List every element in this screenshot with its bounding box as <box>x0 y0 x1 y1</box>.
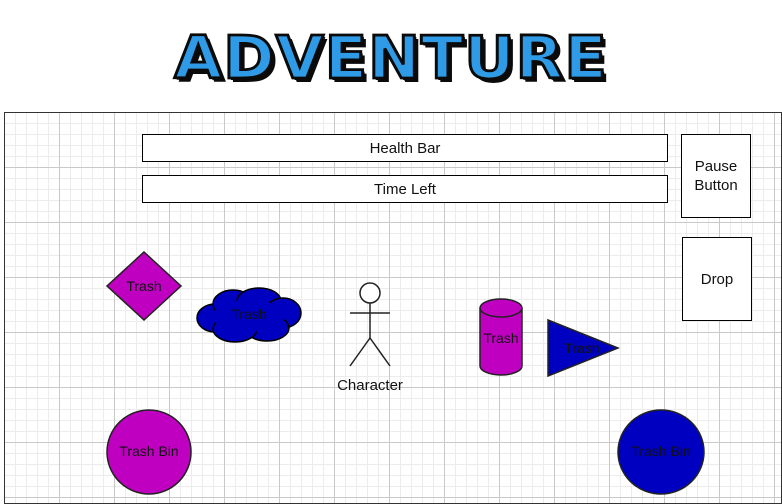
drop-button-label: Drop <box>700 270 734 288</box>
time-left-bar: Time Left <box>142 175 668 203</box>
trash-bin-right <box>617 409 705 495</box>
trash-cloud <box>196 287 302 343</box>
trash-diamond-label: Trash <box>126 278 162 294</box>
pause-button[interactable]: Pause Button <box>681 134 751 218</box>
drop-button[interactable]: Drop <box>682 237 752 321</box>
game-title: ADVENTURE <box>173 21 608 93</box>
time-left-label: Time Left <box>374 180 436 198</box>
trash-cylinder <box>479 298 523 376</box>
health-bar-label: Health Bar <box>369 139 441 157</box>
trash-diamond <box>105 251 183 321</box>
trash-cloud-label: Trash <box>231 306 267 322</box>
trash-triangle <box>547 318 620 378</box>
trash-cylinder-label: Trash <box>483 330 519 346</box>
trash-bin-left <box>106 409 192 495</box>
character-label: Character <box>337 377 403 394</box>
trash-bin-right-label: Trash Bin <box>631 443 691 459</box>
pause-button-label: Pause Button <box>694 158 738 194</box>
trash-bin-left-label: Trash Bin <box>119 443 179 459</box>
character-figure <box>349 282 391 367</box>
health-bar: Health Bar <box>142 134 668 162</box>
trash-triangle-label: Trash <box>564 340 600 356</box>
